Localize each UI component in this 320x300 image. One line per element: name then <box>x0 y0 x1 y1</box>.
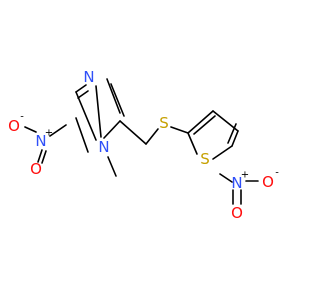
charge-n-nitro-left: + <box>45 128 53 139</box>
atom-n-nitro-left: N <box>35 132 46 150</box>
atom-o-right-bottom: O <box>231 204 243 222</box>
bond-12 <box>41 150 47 164</box>
bond-22 <box>227 123 237 144</box>
atom-n-nitro-right: N <box>231 174 242 192</box>
bond-15 <box>170 126 189 134</box>
bond-6 <box>75 91 97 141</box>
bond-0 <box>103 120 121 139</box>
charge-n-nitro-right: + <box>241 170 249 181</box>
bond-13 <box>119 120 147 145</box>
bond-21 <box>231 130 239 147</box>
bond-23 <box>219 173 233 183</box>
structure-canvas: N N N + O - O S S N + O - O <box>8 68 279 222</box>
atom-s-thiophene: S <box>200 150 210 168</box>
bond-14 <box>145 128 159 145</box>
bond-9 <box>49 124 67 137</box>
bond-11 <box>37 149 43 163</box>
atom-o-right-right: O <box>262 173 274 191</box>
bond-1 <box>95 85 102 138</box>
atom-n-imidazole-methyl: N <box>98 138 109 156</box>
charge-o-right-right: - <box>275 168 279 179</box>
atom-labels: N N N + O - O S S N + O - O <box>8 68 279 222</box>
atom-s-thioether: S <box>159 114 169 132</box>
bond-2 <box>110 83 125 117</box>
bond-10 <box>24 126 37 133</box>
bond-19 <box>193 115 216 135</box>
atom-o-left-bottom: O <box>30 160 42 178</box>
atom-n-imidazole-top: N <box>83 68 94 86</box>
bond-layer <box>24 78 259 205</box>
bond-5 <box>77 90 89 99</box>
bond-16 <box>187 132 198 155</box>
bond-17 <box>212 145 233 160</box>
charge-o-left-top: - <box>20 112 24 123</box>
bond-3 <box>106 78 121 114</box>
bond-7 <box>75 117 89 153</box>
atom-o-left-top: O <box>8 117 20 135</box>
bond-8 <box>107 156 117 177</box>
bond-18 <box>187 110 214 134</box>
molecule-diagram: N N N + O - O S S N + O - O <box>8 68 279 222</box>
bond-4 <box>75 84 87 93</box>
